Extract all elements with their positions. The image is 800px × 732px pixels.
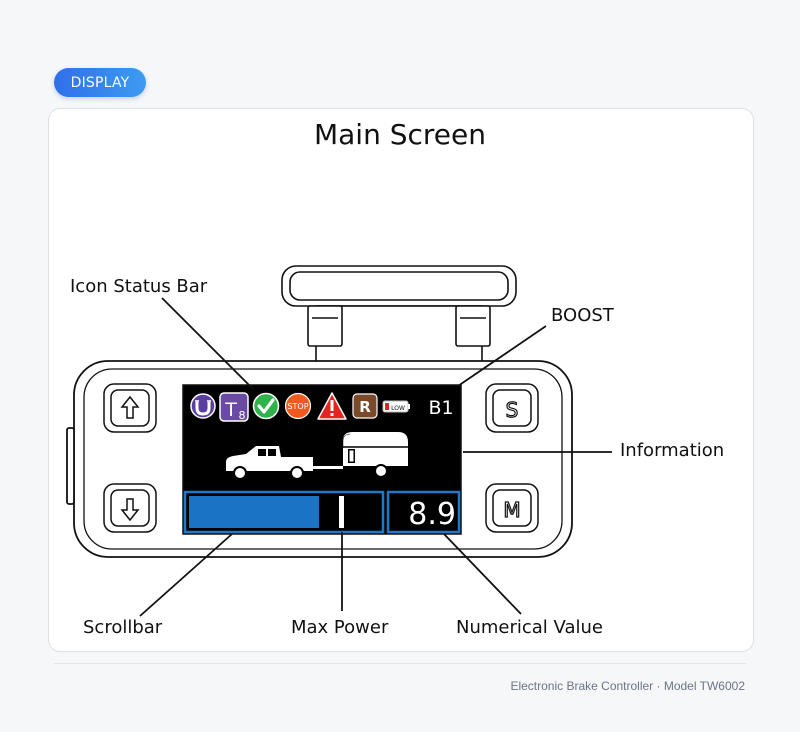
reverse-icon: R xyxy=(352,393,378,419)
label-scrollbar: Scrollbar xyxy=(83,617,163,638)
down-button[interactable] xyxy=(103,483,157,533)
m-button[interactable]: M xyxy=(485,483,539,533)
label-information: Information xyxy=(620,440,725,461)
boost-level: B1 xyxy=(428,397,453,419)
footer-text: Electronic Brake Controller · Model TW60… xyxy=(510,679,745,693)
m-button-label: M xyxy=(503,498,520,522)
svg-text:T: T xyxy=(224,399,237,421)
max-power-marker xyxy=(339,496,344,528)
truck-caravan-icon xyxy=(226,432,408,480)
svg-text:8: 8 xyxy=(239,409,246,422)
s-button-label: S xyxy=(506,398,519,422)
status-icon-bar: T 8 STOP R xyxy=(190,392,454,422)
label-numerical-value: Numerical Value xyxy=(456,617,603,638)
label-boost: BOOST xyxy=(551,305,614,326)
footer-divider xyxy=(54,663,746,664)
label-max-power: Max Power xyxy=(291,617,389,638)
svg-text:STOP: STOP xyxy=(287,402,308,411)
callout-lines xyxy=(139,297,612,617)
scrollbar-fill xyxy=(189,496,319,528)
label-icon-status-bar: Icon Status Bar xyxy=(70,276,208,297)
check-icon xyxy=(252,392,280,420)
display-badge: DISPLAY xyxy=(54,68,146,97)
stop-icon: STOP xyxy=(284,392,312,420)
diagram-title: Main Screen xyxy=(313,118,486,151)
magnet-icon xyxy=(190,393,216,419)
low-battery-icon: LOW xyxy=(382,400,410,413)
lcd-screen: T 8 STOP R xyxy=(182,384,462,535)
up-button[interactable] xyxy=(103,383,157,433)
t8-icon: T 8 xyxy=(219,392,249,422)
svg-text:R: R xyxy=(359,398,371,416)
svg-text:LOW: LOW xyxy=(391,405,405,412)
s-button[interactable]: S xyxy=(485,383,539,433)
numerical-value: 8.9 xyxy=(408,497,456,532)
mounting-bracket xyxy=(281,265,517,363)
warning-icon xyxy=(317,392,347,420)
